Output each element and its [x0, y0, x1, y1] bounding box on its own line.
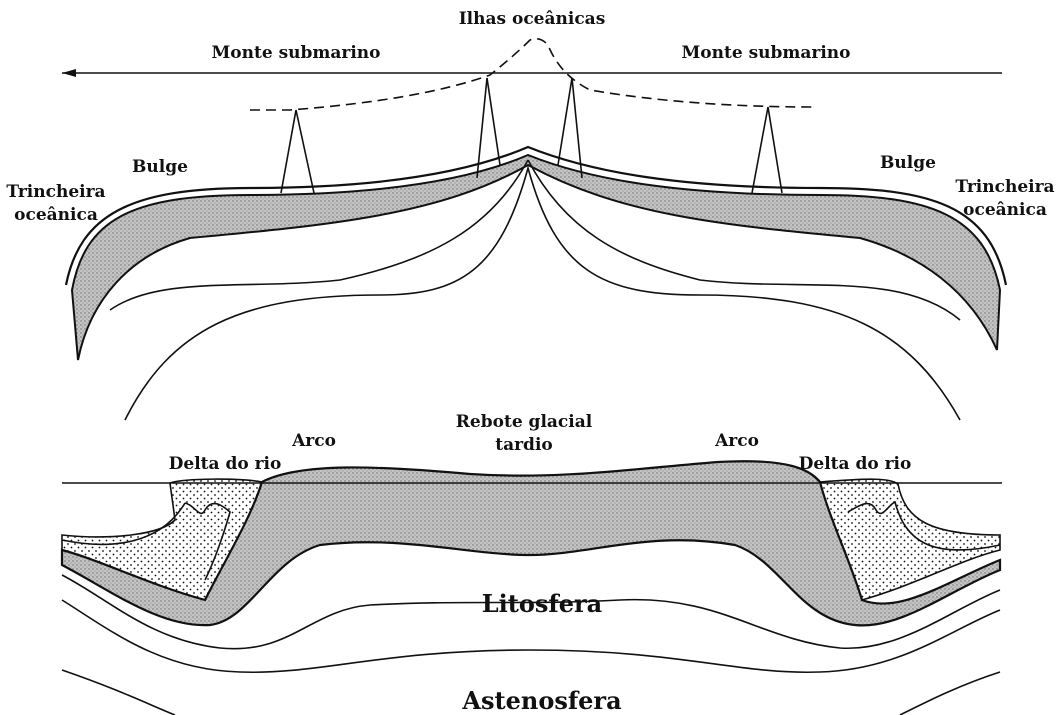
- label-trincheira-right-1: Trincheira: [955, 177, 1054, 197]
- seamount-right-cone: [752, 107, 782, 193]
- sea-level-arrow-icon: [62, 69, 76, 77]
- upper-panel: [62, 39, 1006, 420]
- label-arco-left: Arco: [291, 431, 336, 451]
- label-litosfera: Litosfera: [482, 589, 602, 618]
- label-arco-right: Arco: [714, 431, 759, 451]
- label-monte-submarino-left: Monte submarino: [211, 43, 380, 63]
- seamount-left-cone: [281, 110, 314, 193]
- label-ilhas-oceanicas: Ilhas oceânicas: [459, 9, 606, 29]
- label-rebote-glacial-1: Rebote glacial: [456, 412, 593, 432]
- label-trincheira-left-2: oceânica: [14, 205, 98, 225]
- label-astenosfera: Astenosfera: [461, 686, 621, 715]
- label-delta-left: Delta do rio: [169, 454, 282, 474]
- flexed-plate: [72, 155, 1000, 360]
- label-delta-right: Delta do rio: [799, 454, 912, 474]
- label-bulge-right: Bulge: [880, 153, 936, 173]
- label-trincheira-right-2: oceânica: [963, 200, 1047, 220]
- label-trincheira-left-1: Trincheira: [6, 182, 105, 202]
- label-monte-submarino-right: Monte submarino: [681, 43, 850, 63]
- asthenosphere-lower-curve: [62, 670, 175, 715]
- label-rebote-glacial-2: tardio: [495, 435, 553, 455]
- asthenosphere-lower-curve-right: [900, 672, 1000, 715]
- label-bulge-left: Bulge: [132, 157, 188, 177]
